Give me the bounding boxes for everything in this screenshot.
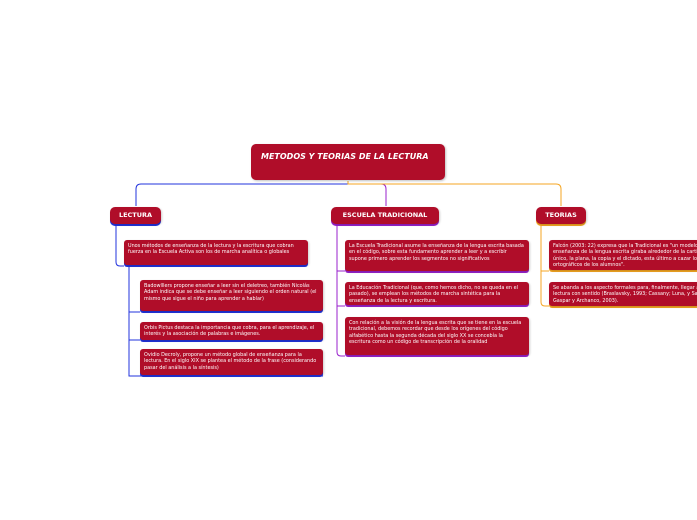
teorias-topic-2[interactable]: Se abanda a los aspecto formales para, f… — [549, 282, 697, 306]
connector-root-teorias — [347, 181, 562, 206]
escuela-topic-2[interactable]: La Educación Tradicional (que, como hemo… — [345, 282, 529, 305]
connector-lectura-trunk — [115, 224, 124, 267]
escuela-topic-1-text: La Escuela Tradicional asume la enseñanz… — [349, 243, 524, 262]
lectura-topic-1[interactable]: Unos métodos de enseñanza de la lectura … — [124, 240, 308, 265]
escuela-topic-1[interactable]: La Escuela Tradicional asume la enseñanz… — [345, 240, 529, 271]
branch-teorias[interactable]: TEORIAS — [536, 207, 586, 224]
connector-lectura-sub-trunk — [128, 267, 323, 377]
branch-lectura-label: LECTURA — [118, 211, 153, 219]
root-topic[interactable]: METODOS Y TEORIAS DE LA LECTURA — [251, 144, 445, 180]
teorias-topic-2-text: Se abanda a los aspecto formales para, f… — [553, 285, 697, 304]
escuela-topic-3-text: Con relación a la visión de la lengua es… — [349, 320, 522, 346]
lectura-topic-2[interactable]: Badowlllers propone enseñar a leer sin e… — [140, 280, 323, 311]
branch-teorias-label: TEORIAS — [545, 211, 577, 219]
lectura-topic-3[interactable]: Orbis Pictus destaca la importancia que … — [140, 322, 323, 340]
branch-escuela-tradicional[interactable]: ESCUELA TRADICIONAL — [331, 207, 439, 224]
escuela-topic-3[interactable]: Con relación a la visión de la lengua es… — [345, 317, 529, 355]
branch-escuela-label: ESCUELA TRADICIONAL — [342, 211, 428, 219]
teorias-topic-1[interactable]: Falcón (2003: 22) expresa que la Tradici… — [549, 240, 697, 270]
lectura-topic-1-text: Unos métodos de enseñanza de la lectura … — [128, 243, 294, 256]
escuela-topic-2-text: La Educación Tradicional (que, como hemo… — [349, 285, 518, 304]
lectura-topic-4-text: Ovidio Decroly, propone un método global… — [144, 352, 317, 371]
branch-lectura[interactable]: LECTURA — [110, 207, 161, 224]
connector-escuela-trunk — [336, 224, 345, 357]
connector-root-escuela — [347, 181, 387, 206]
lectura-topic-4[interactable]: Ovidio Decroly, propone un método global… — [140, 349, 323, 375]
root-title: METODOS Y TEORIAS DE LA LECTURA — [261, 152, 429, 161]
connector-root-lectura — [135, 181, 349, 206]
connector-teorias-trunk — [540, 224, 549, 307]
lectura-topic-2-text: Badowlllers propone enseñar a leer sin e… — [144, 283, 317, 302]
lectura-topic-3-text: Orbis Pictus destaca la importancia que … — [144, 325, 315, 338]
teorias-topic-1-text: Falcón (2003: 22) expresa que la Tradici… — [553, 243, 697, 269]
